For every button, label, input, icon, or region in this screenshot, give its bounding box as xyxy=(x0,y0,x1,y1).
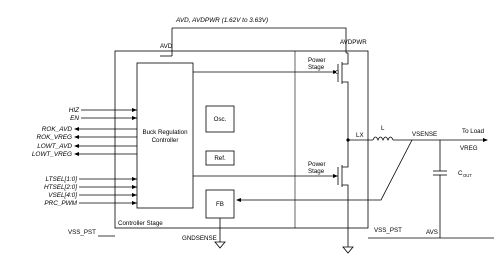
signal-prc-pwm-arrow xyxy=(132,201,137,205)
signal-en-label: EN xyxy=(70,115,79,122)
signal-htsel-label: HTSEL[2:0] xyxy=(44,184,77,191)
signal-lowt-avd-label: LOWT_AVD xyxy=(37,143,72,150)
signal-prc-pwm-label: PRC_PWM xyxy=(44,200,77,207)
pmos-gate-bubble xyxy=(335,70,339,74)
inductor-label: L xyxy=(381,125,385,132)
fb-label: FB xyxy=(216,201,224,208)
vsense-feedback-arrow xyxy=(236,198,241,202)
vss-pst-right-label: VSS_PST xyxy=(374,227,402,234)
signal-ltsel-arrow xyxy=(132,177,137,181)
signal-htsel-arrow xyxy=(132,185,137,189)
buck-regulation-controller xyxy=(136,62,194,209)
signal-vsel-label: VSEL[4:0] xyxy=(48,192,77,199)
power-stage-top-label-2: Stage xyxy=(308,64,325,71)
inductor xyxy=(372,136,394,142)
to-load-label: To Load xyxy=(462,128,485,135)
gndsense-label: GNDSENSE xyxy=(182,235,217,242)
vss-pst-left-label: VSS_PST xyxy=(68,229,96,236)
nmos-drain xyxy=(342,140,349,168)
signal-en-arrow xyxy=(132,116,137,120)
osc-label: Osc. xyxy=(214,116,227,123)
signal-group-2: LTSEL[1:0] HTSEL[2:0] VSEL[4:0] PRC_PWM xyxy=(44,176,137,207)
signal-lowt-vreg-arrow xyxy=(74,152,79,156)
vreg-label: VREG xyxy=(460,145,478,152)
controller-label-line1: Buck Regulation xyxy=(142,129,188,136)
pmos-source xyxy=(342,52,349,65)
signal-ltsel-label: LTSEL[1:0] xyxy=(46,176,78,183)
signal-lowt-avd-arrow xyxy=(74,144,79,148)
ref-label: Ref. xyxy=(214,155,226,162)
avs-label: AVS xyxy=(426,229,438,236)
chip-boundary xyxy=(114,50,369,229)
vsense-label: VSENSE xyxy=(412,131,437,138)
signal-rok-avd-label: ROK_AVD xyxy=(42,126,73,133)
avdpwr-label: AVDPWR xyxy=(340,39,367,46)
signal-rok-vreg-label: ROK_VREG xyxy=(36,134,72,141)
controller-stage-label: Controller Stage xyxy=(118,220,163,227)
lx-label: LX xyxy=(356,132,364,139)
signal-vsel-arrow xyxy=(132,193,137,197)
power-stage-bottom-label: Power xyxy=(308,161,326,168)
cout-subscript: OUT xyxy=(463,173,472,178)
power-ground-icon xyxy=(342,246,354,254)
oscillator-block xyxy=(205,105,235,133)
signal-lowt-vreg-label: LOWT_VREG xyxy=(32,151,72,158)
supply-wire-top xyxy=(172,27,347,53)
signal-hiz-label: HIZ xyxy=(69,107,80,114)
power-stage-top-label: Power xyxy=(308,57,326,64)
reference-block xyxy=(205,150,235,166)
pmos-drain xyxy=(342,81,349,140)
cout-label: C xyxy=(458,170,463,177)
signal-rok-avd-arrow xyxy=(74,127,79,131)
gate-drive-bottom-arrow xyxy=(333,174,338,178)
supply-label: AVD, AVDPWR (1.62V to 3.63V) xyxy=(175,17,268,24)
avd-label: AVD xyxy=(160,43,173,50)
nmos-source xyxy=(342,184,349,244)
signal-group-1: HIZ EN ROK_AVD ROK_VREG LOWT_AVD LOWT_VR… xyxy=(32,107,137,158)
signal-rok-vreg-arrow xyxy=(74,135,79,139)
power-stage-bottom-label-2: Stage xyxy=(308,168,325,175)
signal-hiz-arrow xyxy=(132,108,137,112)
controller-label-line2: Controller xyxy=(152,137,179,144)
fb-ground-icon xyxy=(214,241,226,249)
to-load-arrow xyxy=(483,138,488,142)
vsense-feedback-wire xyxy=(238,139,413,201)
